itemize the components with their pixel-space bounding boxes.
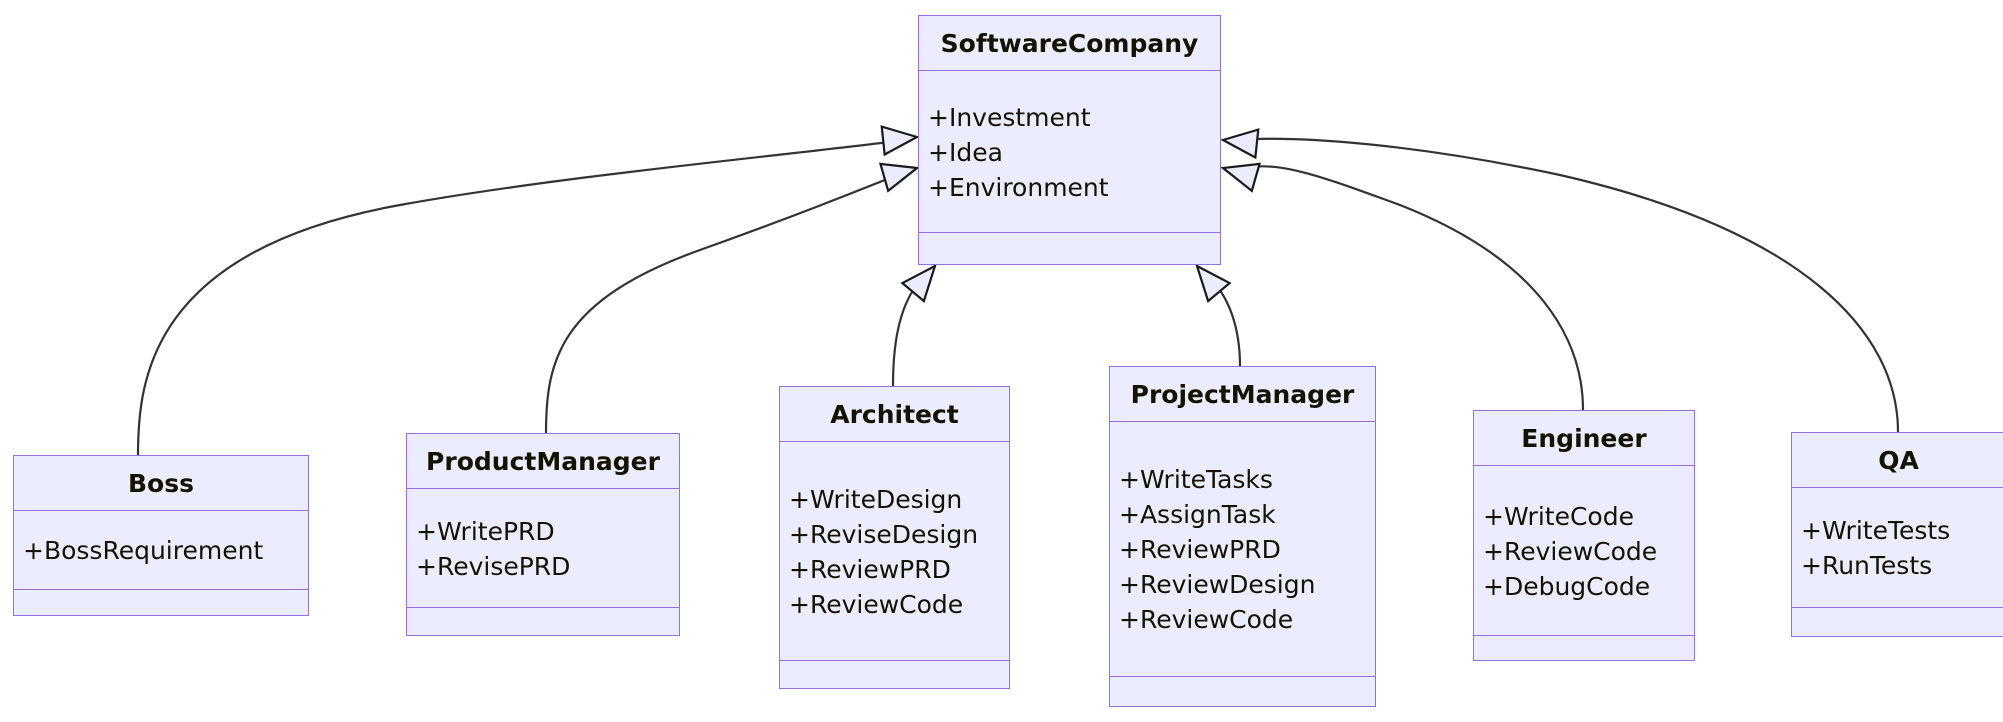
generalization-edge-engineer-to-softwarecompany [1220,162,1585,411]
generalization-edge-boss-to-softwarecompany [136,125,920,456]
generalization-arrowhead-icon [1220,162,1262,193]
class-attribute: +WriteDesign [789,484,963,514]
class-attributes-compartment: +WritePRD +RevisePRD [407,489,679,608]
class-attribute: +BossRequirement [23,536,264,565]
class-attribute: +ReviewCode [1119,605,1294,634]
class-attribute: +WriteCode [1483,501,1634,531]
class-attribute: +RunTests [1801,551,1933,580]
class-methods-compartment [780,661,1009,688]
class-title: Boss [14,456,308,511]
generalization-edge-productmanager-to-softwarecompany [544,162,920,434]
class-attribute: +RevisePRD [416,551,571,581]
class-attribute: +Environment [928,172,1109,202]
edge-line [1233,165,1585,411]
class-title: Architect [780,387,1009,442]
class-methods-compartment [1110,677,1375,706]
generalization-arrowhead-icon [880,125,920,157]
uml-class-architect[interactable]: Architect +WriteDesign +ReviseDesign +Revie… [779,386,1010,689]
uml-class-softwarecompany[interactable]: SoftwareCompany +Investment +Idea +Environm… [918,15,1221,265]
uml-class-qa[interactable]: QA +WriteTests +RunTests [1791,432,2003,637]
class-attribute: +AssignTask [1119,500,1276,529]
class-attribute: +DebugCode [1483,571,1651,601]
class-attribute: +ReviewPRD [789,554,951,584]
class-title: ProjectManager [1110,367,1375,422]
generalization-arrowhead-icon [1195,263,1232,303]
class-methods-compartment [919,233,1220,264]
class-title: SoftwareCompany [919,16,1220,71]
uml-class-boss[interactable]: Boss +BossRequirement [13,455,309,616]
edge-line [136,138,906,456]
generalization-arrowhead-icon [878,162,920,193]
class-attribute: +ReviseDesign [789,519,979,549]
class-attribute: +WriteTests [1801,516,1951,545]
class-attributes-compartment: +Investment +Idea +Environment [919,71,1220,233]
uml-class-engineer[interactable]: Engineer +WriteCode +ReviewCode +DebugCode [1473,410,1695,661]
class-methods-compartment [14,590,308,615]
generalization-arrowhead-icon [1220,128,1260,160]
edge-line [544,170,906,434]
class-title: ProductManager [407,434,679,489]
edge-line [1233,137,1900,433]
class-title: QA [1792,433,2003,488]
generalization-edge-architect-to-softwarecompany [891,263,937,387]
class-attribute: +ReviewDesign [1119,570,1316,599]
class-attributes-compartment: +WriteTasks +AssignTask +ReviewPRD +ReviewD… [1110,422,1375,677]
generalization-edge-projectmanager-to-softwarecompany [1195,263,1242,367]
class-attributes-compartment: +WriteTests +RunTests [1792,488,2003,608]
class-attributes-compartment: +WriteCode +ReviewCode +DebugCode [1474,466,1694,636]
class-methods-compartment [1792,608,2003,636]
class-title: Engineer [1474,411,1694,466]
class-attribute: +ReviewCode [1483,536,1658,566]
generalization-edge-qa-to-softwarecompany [1220,128,1900,433]
class-methods-compartment [407,608,679,635]
uml-class-productmanager[interactable]: ProductManager +WritePRD +RevisePRD [406,433,680,636]
class-attribute: +ReviewCode [789,589,964,619]
class-attribute: +ReviewPRD [1119,535,1281,564]
uml-class-projectmanager[interactable]: ProjectManager +WriteTasks +AssignTask +Rev… [1109,366,1376,707]
class-attribute: +WriteTasks [1119,465,1273,494]
class-methods-compartment [1474,636,1694,660]
class-attributes-compartment: +BossRequirement [14,511,308,590]
class-attribute: +Investment [928,102,1091,132]
class-attribute: +WritePRD [416,516,555,546]
generalization-arrowhead-icon [900,263,937,303]
class-attribute: +Idea [928,137,1003,167]
class-attributes-compartment: +WriteDesign +ReviseDesign +ReviewPRD +Revi… [780,442,1009,661]
